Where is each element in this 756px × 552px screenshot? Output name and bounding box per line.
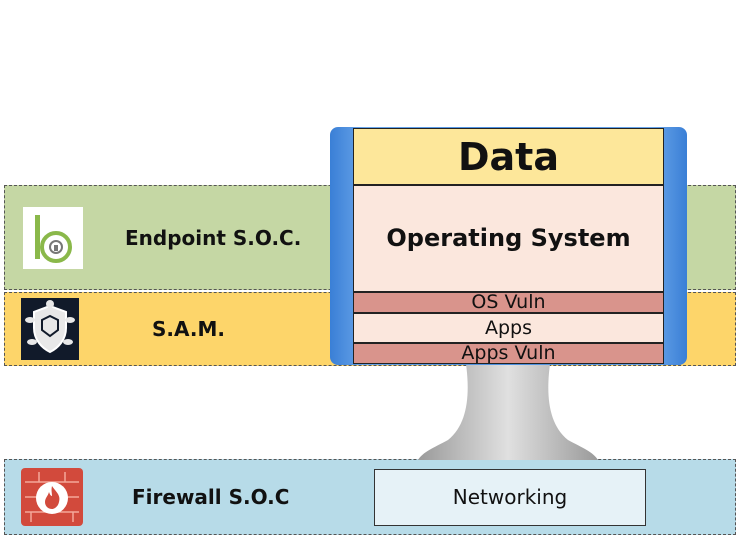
os-vuln-label: OS Vuln xyxy=(471,291,546,313)
turtle-shield-logo xyxy=(21,298,79,360)
turtle-icon xyxy=(25,300,75,354)
b-logo-icon xyxy=(35,215,72,263)
operating-system-layer: Operating System xyxy=(353,185,664,292)
monitor-stand xyxy=(418,364,598,460)
data-layer: Data xyxy=(353,128,664,185)
apps-label: Apps xyxy=(484,317,533,339)
apps-vuln-label: Apps Vuln xyxy=(461,342,556,364)
endpoint-soc-label: Endpoint S.O.C. xyxy=(125,226,302,250)
networking-label: Networking xyxy=(452,485,568,509)
firewall-soc-label: Firewall S.O.C xyxy=(132,485,290,509)
os-vuln-layer: OS Vuln xyxy=(353,292,664,313)
apps-vuln-layer: Apps Vuln xyxy=(353,343,664,364)
data-label: Data xyxy=(458,135,559,179)
operating-system-label: Operating System xyxy=(386,224,631,252)
firewall-icon xyxy=(25,472,79,522)
networking-box: Networking xyxy=(374,469,646,526)
apps-layer: Apps xyxy=(353,313,664,343)
sam-label: S.A.M. xyxy=(152,317,225,341)
firewall-flame-logo xyxy=(21,468,83,526)
endpoint-b-logo xyxy=(23,207,83,269)
